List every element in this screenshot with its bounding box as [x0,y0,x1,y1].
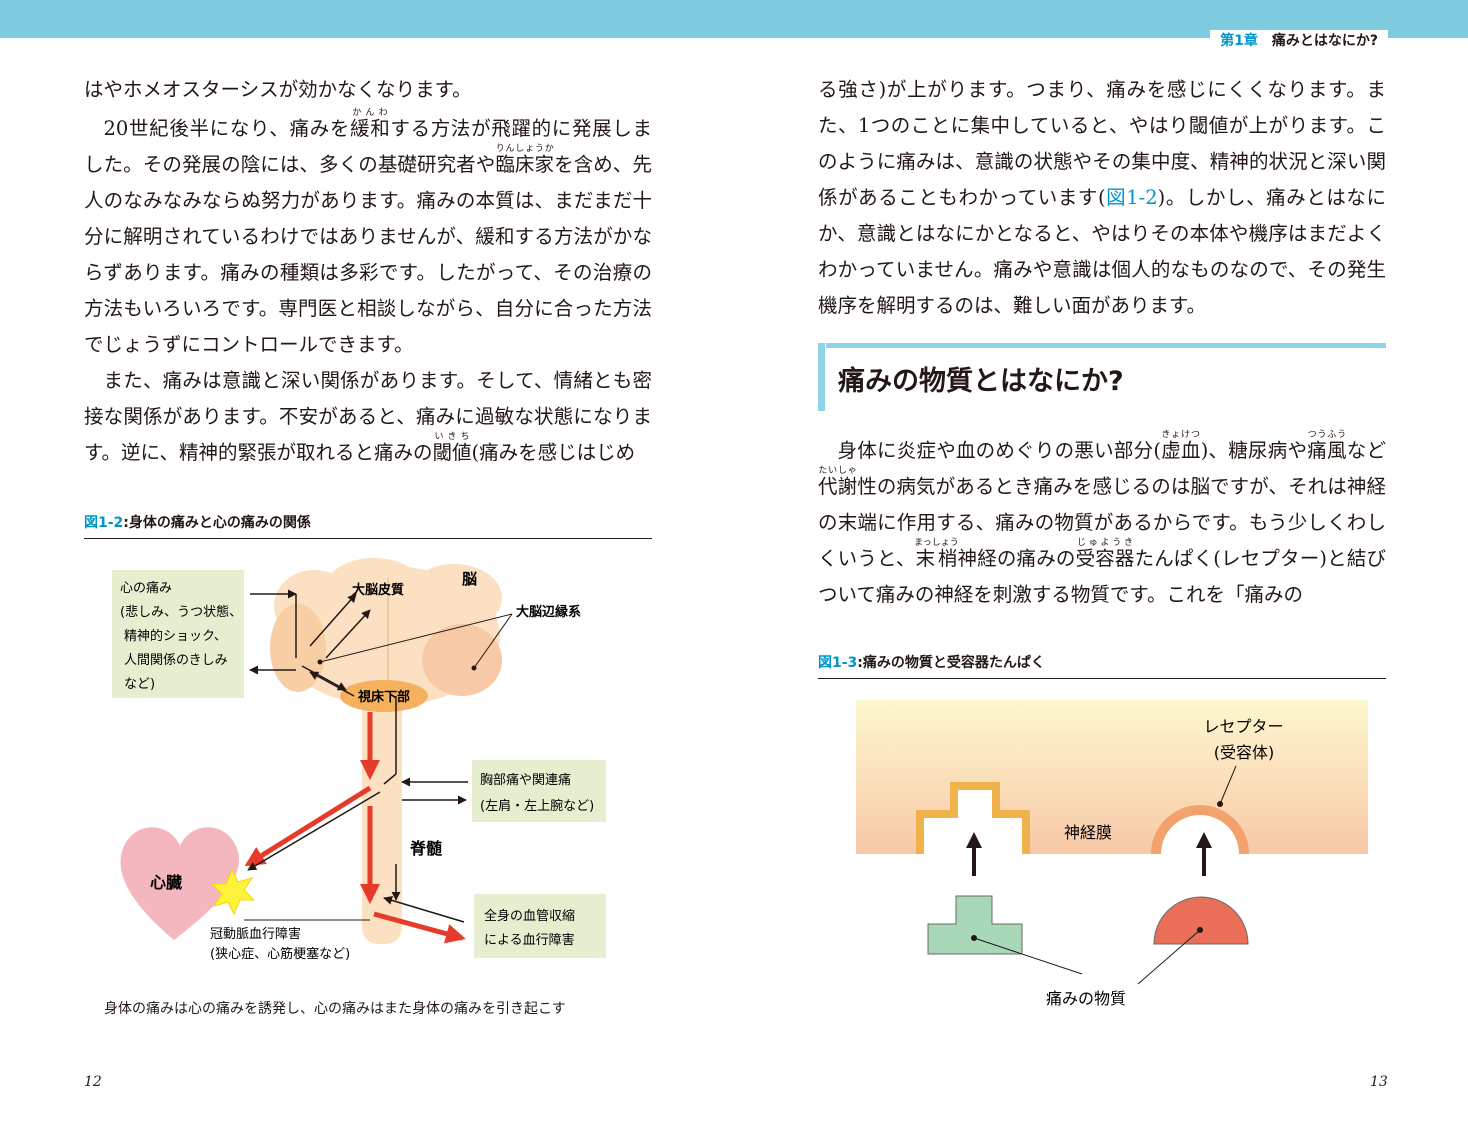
pain-burst-icon [210,868,256,916]
left-page-body: はやホメオスターシスが効かなくなります。 20世紀後半になり、痛みを緩和かんわす… [84,72,652,471]
substance-label: 痛みの物質 [1046,989,1126,1008]
ruby-word: 受容器じゅようき [1075,538,1135,570]
heart-label: 心臓 [150,873,182,892]
spinal-label: 脊髄 [409,839,442,858]
membrane-label: 神経膜 [1064,823,1112,842]
section-heading: 痛みの物質とはなにか? [818,343,1386,411]
cortex-label: 大脳皮質 [352,582,404,598]
figure-reference-link[interactable]: 図1-2 [1105,186,1158,209]
figure-title: 痛みの物質と受容器たんぱく [862,655,1045,671]
page-number-left: 12 [84,1074,102,1090]
paragraph: 20世紀後半になり、痛みを緩和かんわする方法が飛躍的に発展しました。その発展の陰… [84,108,652,356]
caption-separator: : [857,655,863,671]
running-header: 第1章 痛みとはなにか? [1210,30,1388,52]
page-number-right: 13 [1370,1074,1388,1090]
figure-title: 身体の痛みと心の痛みの関係 [128,515,311,531]
brain-label: 脳 [462,570,477,588]
receptor-label: レセプター (受容体) [1203,717,1288,762]
paragraph: る強さ)が上がります。つまり、痛みを感じにくくなります。また、1つのことに集中し… [818,78,1386,317]
figure-caption: 図1-2:身体の痛みと心の痛みの関係 [84,512,652,539]
receptor-pocket [916,782,1030,854]
ruby-word: 虚血きょけつ [1160,430,1201,462]
heart-shape [120,827,240,940]
figure-caption: 図1-3:痛みの物質と受容器たんぱく [818,652,1386,679]
receptor-arc [1151,805,1249,855]
mind-pain-box [112,570,244,698]
right-page-body: る強さ)が上がります。つまり、痛みを感じにくくなります。また、1つのことに集中し… [818,72,1386,324]
receptor-diagram: レセプター (受容体) 神経膜 痛みの物質 [856,700,1368,1020]
chapter-title: 痛みとはなにか? [1271,33,1378,49]
mind-pain-text: 心の痛み (悲しみ、うつ状態、 精神的ショック、 人間関係のきしみ など) [120,580,246,692]
ruby-word: 臨床家りんしょうか [495,144,555,176]
pain-substance-dome [1153,896,1249,945]
vasc-box [474,894,606,958]
section-title: 痛みの物質とはなにか? [838,366,1124,397]
ruby-word: 代謝たいしゃ [818,466,858,498]
hypothalamus [340,680,428,712]
hypothalamus-label: 視床下部 [357,689,410,705]
ruby-word: 閾値いきち [432,432,472,464]
pain-relation-diagram: 視床下部 大脳皮質 脳 大脳辺縁系 心の痛み (悲しみ、うつ状態、 精神的ショッ… [84,548,652,988]
ruby-word: 緩和かんわ [350,108,391,140]
section-body: 身体に炎症や血のめぐりの悪い部分(虚血きょけつ)、糖尿病や痛風つうふうなど代謝た… [818,430,1386,613]
chapter-number: 第1章 [1220,33,1258,49]
ruby-word: 痛風つうふう [1307,430,1347,462]
limbic-label: 大脳辺縁系 [516,604,581,620]
coronary-text: 冠動脈血行障害 (狭心症、心筋梗塞など) [210,926,350,962]
caption-separator: : [123,515,129,531]
paragraph: また、痛みは意識と深い関係があります。そして、情緒とも密接な関係があります。不安… [84,369,652,464]
chest-pain-box [472,760,606,822]
nerve-membrane [856,700,1368,854]
figure-number: 図1-3 [818,655,858,671]
ruby-word: 末梢まっしょう [914,538,959,570]
paragraph: はやホメオスターシスが効かなくなります。 [84,78,472,101]
vasc-text: 全身の血管収縮 による血行障害 [484,908,579,948]
figure-footnote: 身体の痛みは心の痛みを誘発し、心の痛みはまた身体の痛みを引き起こす [104,1001,566,1017]
pain-substance-block [927,895,1023,955]
figure-number: 図1-2 [84,515,124,531]
chest-pain-text: 胸部痛や関連痛 (左肩・左上腕など) [480,772,594,814]
paragraph: 身体に炎症や血のめぐりの悪い部分(虚血きょけつ)、糖尿病や痛風つうふうなど代謝た… [818,430,1386,606]
